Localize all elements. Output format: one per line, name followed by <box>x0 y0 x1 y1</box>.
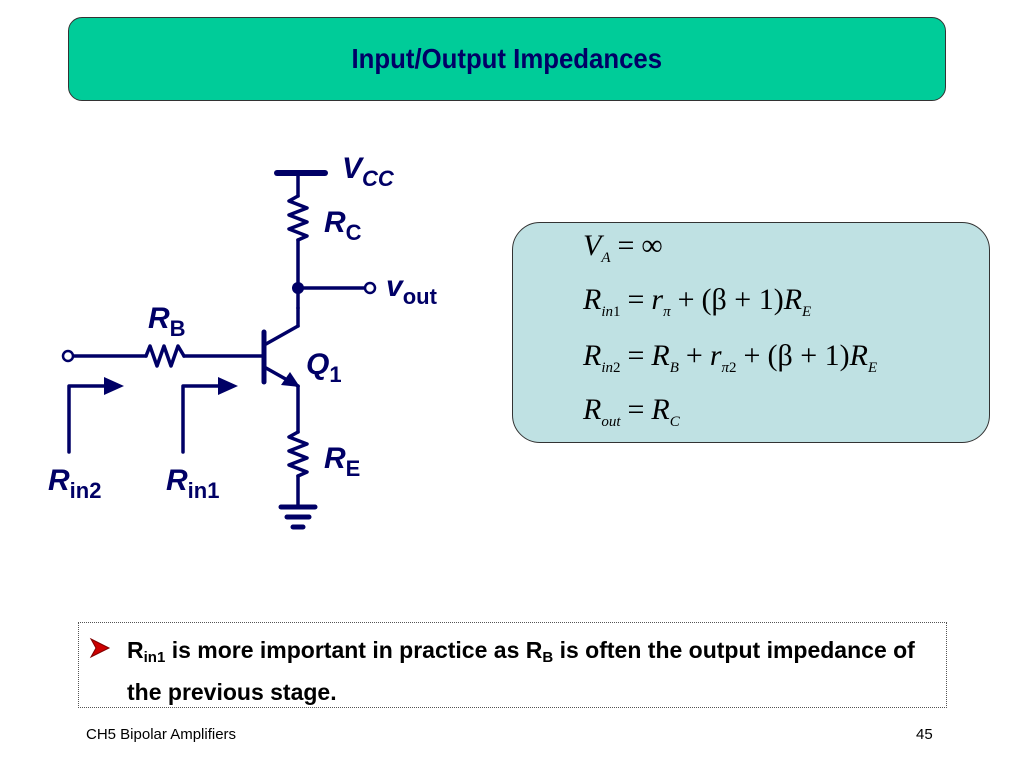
rin1-label: R <box>166 464 188 497</box>
rin2-arrow <box>104 377 124 395</box>
equation-va: VA=∞ <box>583 229 663 266</box>
svg-text:Rin2: Rin2 <box>48 464 101 503</box>
svg-text:RC: RC <box>324 206 362 245</box>
collector-junction <box>292 282 304 294</box>
circuit-diagram: VCC RC vout RB Q1 RE Rin2 Rin1 <box>48 152 438 530</box>
equation-rin2: Rin2=RB+rπ2+(β + 1)RE <box>583 339 878 376</box>
emitter-arrow <box>281 372 300 387</box>
svg-text:Rin1: Rin1 <box>166 464 219 503</box>
re-label: R <box>324 442 346 475</box>
rc-label: R <box>324 206 346 239</box>
svg-text:RB: RB <box>148 302 186 341</box>
bullet-box: Rin1 is more important in practice as RB… <box>78 622 947 708</box>
equation-rout: Rout=RC <box>583 393 680 430</box>
q1-label: Q <box>306 348 329 381</box>
page-number: 45 <box>916 726 933 743</box>
rc-resistor <box>287 194 309 242</box>
rin1-arrow <box>218 377 238 395</box>
rin2-label: R <box>48 464 70 497</box>
re-resistor <box>287 430 309 478</box>
rb-label: R <box>148 302 170 335</box>
vout-label: v <box>386 270 405 303</box>
bullet-arrow-icon <box>89 637 111 659</box>
vout-terminal <box>363 281 377 295</box>
input-terminal <box>61 349 75 363</box>
slide-title: Input/Output Impedances <box>351 43 663 74</box>
title-banner: Input/Output Impedances <box>68 17 946 101</box>
vcc-label: V <box>342 152 365 185</box>
footer-course-label: CH5 Bipolar Amplifiers <box>86 726 237 743</box>
svg-text:VCC: VCC <box>342 152 395 191</box>
equation-box: VA=∞ Rin1=rπ+(β + 1)RE Rin2=RB+rπ2+(β + … <box>512 222 990 443</box>
rb-resistor <box>144 344 186 368</box>
bullet-text: Rin1 is more important in practice as RB… <box>127 637 915 705</box>
equation-rin1: Rin1=rπ+(β + 1)RE <box>583 283 812 320</box>
svg-text:RE: RE <box>324 442 360 481</box>
svg-text:vout: vout <box>386 270 438 309</box>
svg-text:Q1: Q1 <box>306 348 342 387</box>
